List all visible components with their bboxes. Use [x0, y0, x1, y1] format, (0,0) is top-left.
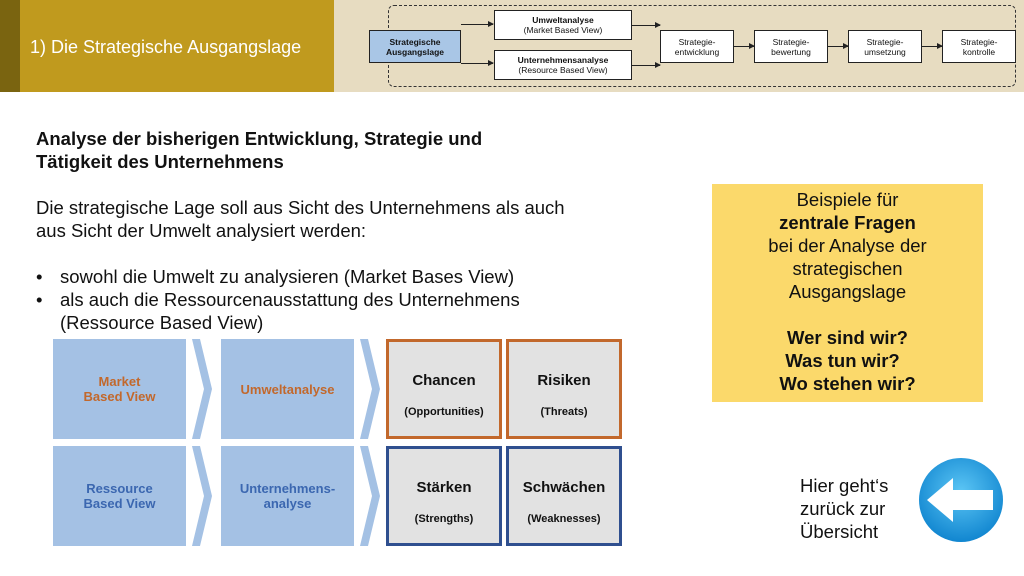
flow-box-umweltanalyse: Umweltanalyse (Market Based View) [494, 10, 632, 40]
back-button[interactable] [913, 452, 1009, 548]
bullet-list: sowohl die Umwelt zu analysieren (Market… [36, 265, 676, 334]
central-questions-box: Beispiele für zentrale Fragen bei der An… [712, 184, 983, 402]
flow-box-unternehmensanalyse: Unternehmensanalyse (Resource Based View… [494, 50, 632, 80]
flow-box-umweltanalyse-line1: Umweltanalyse [532, 15, 594, 25]
flow-box-kontrolle: Strategie- kontrolle [942, 30, 1016, 63]
bullet-item: sowohl die Umwelt zu analysieren (Market… [36, 265, 676, 288]
swot-schwaechen-sub: (Weaknesses) [527, 513, 601, 525]
questions-intro-line2: zentrale Fragen [779, 212, 916, 233]
swot-risiken-sub: (Threats) [540, 406, 588, 418]
unternehmensanalyse-cell: Unternehmens- analyse [221, 446, 354, 546]
flow-arrow [461, 60, 494, 66]
question-1: Wer sind wir? [787, 327, 908, 348]
flow-box-umsetzung-line1: Strategie- [866, 36, 904, 47]
back-text-line2: zurück zur [800, 498, 886, 519]
questions-intro-line4: strategischen [792, 258, 903, 279]
umweltanalyse-cell: Umweltanalyse [221, 339, 354, 439]
intro-paragraph-line1: Die strategische Lage soll aus Sicht des… [36, 197, 565, 218]
chevron-right-icon [192, 339, 212, 439]
chevron-right-icon [360, 446, 380, 546]
swot-schwaechen: Schwächen (Weaknesses) [506, 446, 622, 546]
intro-paragraph: Die strategische Lage soll aus Sicht des… [36, 196, 676, 242]
flow-arrow [632, 22, 661, 28]
header-accent-strip [0, 0, 20, 92]
process-flow-diagram: Strategische Ausgangslage Umweltanalyse … [334, 0, 1024, 92]
questions-intro-line5: Ausgangslage [788, 281, 907, 302]
intro-paragraph-line2: aus Sicht der Umwelt analysiert werden: [36, 220, 367, 241]
swot-staerken-title: Stärken [416, 479, 472, 496]
header-title-bar: 1) Die Strategische Ausgangslage [20, 0, 334, 92]
umweltanalyse-label: Umweltanalyse [240, 381, 335, 397]
flow-arrow [734, 43, 755, 49]
flow-arrow [461, 21, 494, 27]
swot-staerken-sub: (Strengths) [414, 513, 474, 525]
main-content: Analyse der bisherigen Entwicklung, Stra… [36, 127, 676, 334]
page-title: 1) Die Strategische Ausgangslage [30, 37, 302, 57]
bullet-item-text: sowohl die Umwelt zu analysieren (Market… [60, 266, 515, 287]
chevron-right-icon [360, 339, 380, 439]
swot-chancen-sub: (Opportunities) [404, 406, 484, 418]
flow-box-unternehmensanalyse-line2: (Resource Based View) [518, 65, 608, 75]
ressource-based-view-line2: Based View [83, 496, 156, 511]
section-heading-line1: Analyse der bisherigen Entwicklung, Stra… [36, 128, 483, 149]
flow-box-umsetzung: Strategie- umsetzung [848, 30, 922, 63]
back-to-overview-link[interactable]: Hier geht‘s zurück zur Übersicht [800, 474, 920, 543]
swot-risiken-title: Risiken [537, 372, 591, 389]
flow-arrow [922, 43, 943, 49]
flow-arrow [632, 62, 661, 68]
swot-risiken: Risiken (Threats) [506, 339, 622, 439]
questions-intro-line3: bei der Analyse der [768, 235, 927, 256]
back-arrow-icon [915, 454, 1007, 546]
flow-box-ausgangslage-line1: Strategische [389, 36, 441, 47]
flow-box-entwicklung: Strategie- entwicklung [660, 30, 734, 63]
bullet-item-text-line2: (Ressource Based View) [60, 312, 264, 333]
swot-staerken: Stärken (Strengths) [386, 446, 502, 546]
question-2: Was tun wir? [785, 350, 900, 371]
flow-box-bewertung: Strategie- bewertung [754, 30, 828, 63]
bullet-item: als auch die Ressourcenausstattung des U… [36, 288, 676, 334]
swot-chancen-title: Chancen [412, 372, 476, 389]
chevron-right-icon [192, 446, 212, 546]
section-heading-line2: Tätigkeit des Unternehmens [36, 151, 284, 172]
back-text-line1: Hier geht‘s [800, 475, 889, 496]
market-based-view-cell: Market Based View [53, 339, 186, 439]
ressource-based-view-line1: Ressource [86, 481, 153, 496]
flow-box-ausgangslage-line2: Ausgangslage [385, 46, 445, 57]
question-3: Wo stehen wir? [779, 373, 916, 394]
flow-box-entwicklung-line1: Strategie- [678, 36, 716, 47]
swot-chancen: Chancen (Opportunities) [386, 339, 502, 439]
market-based-view-line2: Based View [83, 389, 156, 404]
flow-box-umweltanalyse-line2: (Market Based View) [523, 25, 603, 35]
section-heading: Analyse der bisherigen Entwicklung, Stra… [36, 127, 676, 173]
flow-box-entwicklung-line2: entwicklung [674, 46, 720, 57]
unternehmensanalyse-line1: Unternehmens- [239, 481, 336, 496]
unternehmensanalyse-line2: analyse [263, 496, 312, 511]
bullet-item-text-line1: als auch die Ressourcenausstattung des U… [60, 289, 520, 310]
flow-box-bewertung-line1: Strategie- [772, 36, 810, 47]
back-text-line3: Übersicht [800, 521, 879, 542]
questions-intro-line1: Beispiele für [796, 189, 899, 210]
market-based-view-line1: Market [98, 374, 141, 389]
flow-box-kontrolle-line1: Strategie- [960, 36, 998, 47]
flow-box-ausgangslage: Strategische Ausgangslage [369, 30, 461, 63]
flow-box-kontrolle-line2: kontrolle [962, 46, 996, 57]
swot-schwaechen-title: Schwächen [522, 479, 606, 496]
flow-box-umsetzung-line2: umsetzung [864, 46, 906, 57]
flow-arrow [828, 43, 849, 49]
flow-box-bewertung-line2: bewertung [771, 46, 811, 57]
ressource-based-view-cell: Ressource Based View [53, 446, 186, 546]
flow-box-unternehmensanalyse-line1: Unternehmensanalyse [517, 55, 609, 65]
